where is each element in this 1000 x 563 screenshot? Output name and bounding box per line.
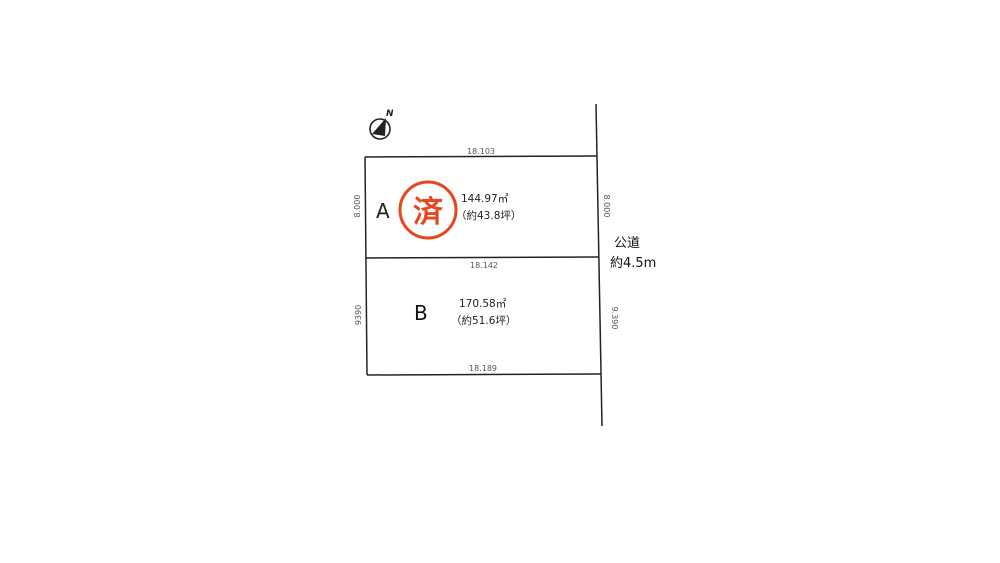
road-edge-line (595, 103, 603, 427)
lot-b-area-tsubo: （約51.6坪） (451, 314, 516, 327)
lot-a-area-tsubo: （約43.8坪） (456, 209, 521, 222)
sold-stamp (398, 180, 458, 240)
dim-middle: 18.142 (470, 261, 498, 270)
lot-a-label: A (376, 199, 390, 223)
lot-a: A 済 144.97㎡ （約43.8坪） (376, 180, 521, 240)
dim-bottom: 18.189 (469, 364, 497, 373)
bottom-boundary (366, 373, 602, 376)
boundary-lines (364, 103, 603, 427)
lot-b-area-m2: 170.58㎡ (459, 298, 507, 310)
dim-a-left: 8.000 (353, 195, 362, 218)
middle-boundary (365, 256, 600, 259)
compass: N (369, 109, 394, 140)
left-boundary (364, 156, 368, 376)
lot-b-label: B (414, 301, 428, 325)
dim-a-right: 8.000 (602, 195, 611, 218)
top-boundary (364, 155, 598, 158)
compass-circle (369, 118, 391, 140)
road-width: 約4.5m (610, 256, 656, 271)
dim-top: 18.103 (467, 147, 495, 156)
lot-b: B 170.58㎡ （約51.6坪） (414, 298, 516, 327)
compass-arrow-icon (372, 118, 386, 136)
compass-label: N (386, 109, 394, 119)
dim-b-right: 9.390 (610, 307, 619, 330)
sold-stamp-text: 済 (413, 195, 444, 230)
road-label: 公道 (614, 236, 640, 251)
dim-b-left: 9390 (354, 305, 363, 325)
lot-a-area-m2: 144.97㎡ (461, 193, 509, 205)
